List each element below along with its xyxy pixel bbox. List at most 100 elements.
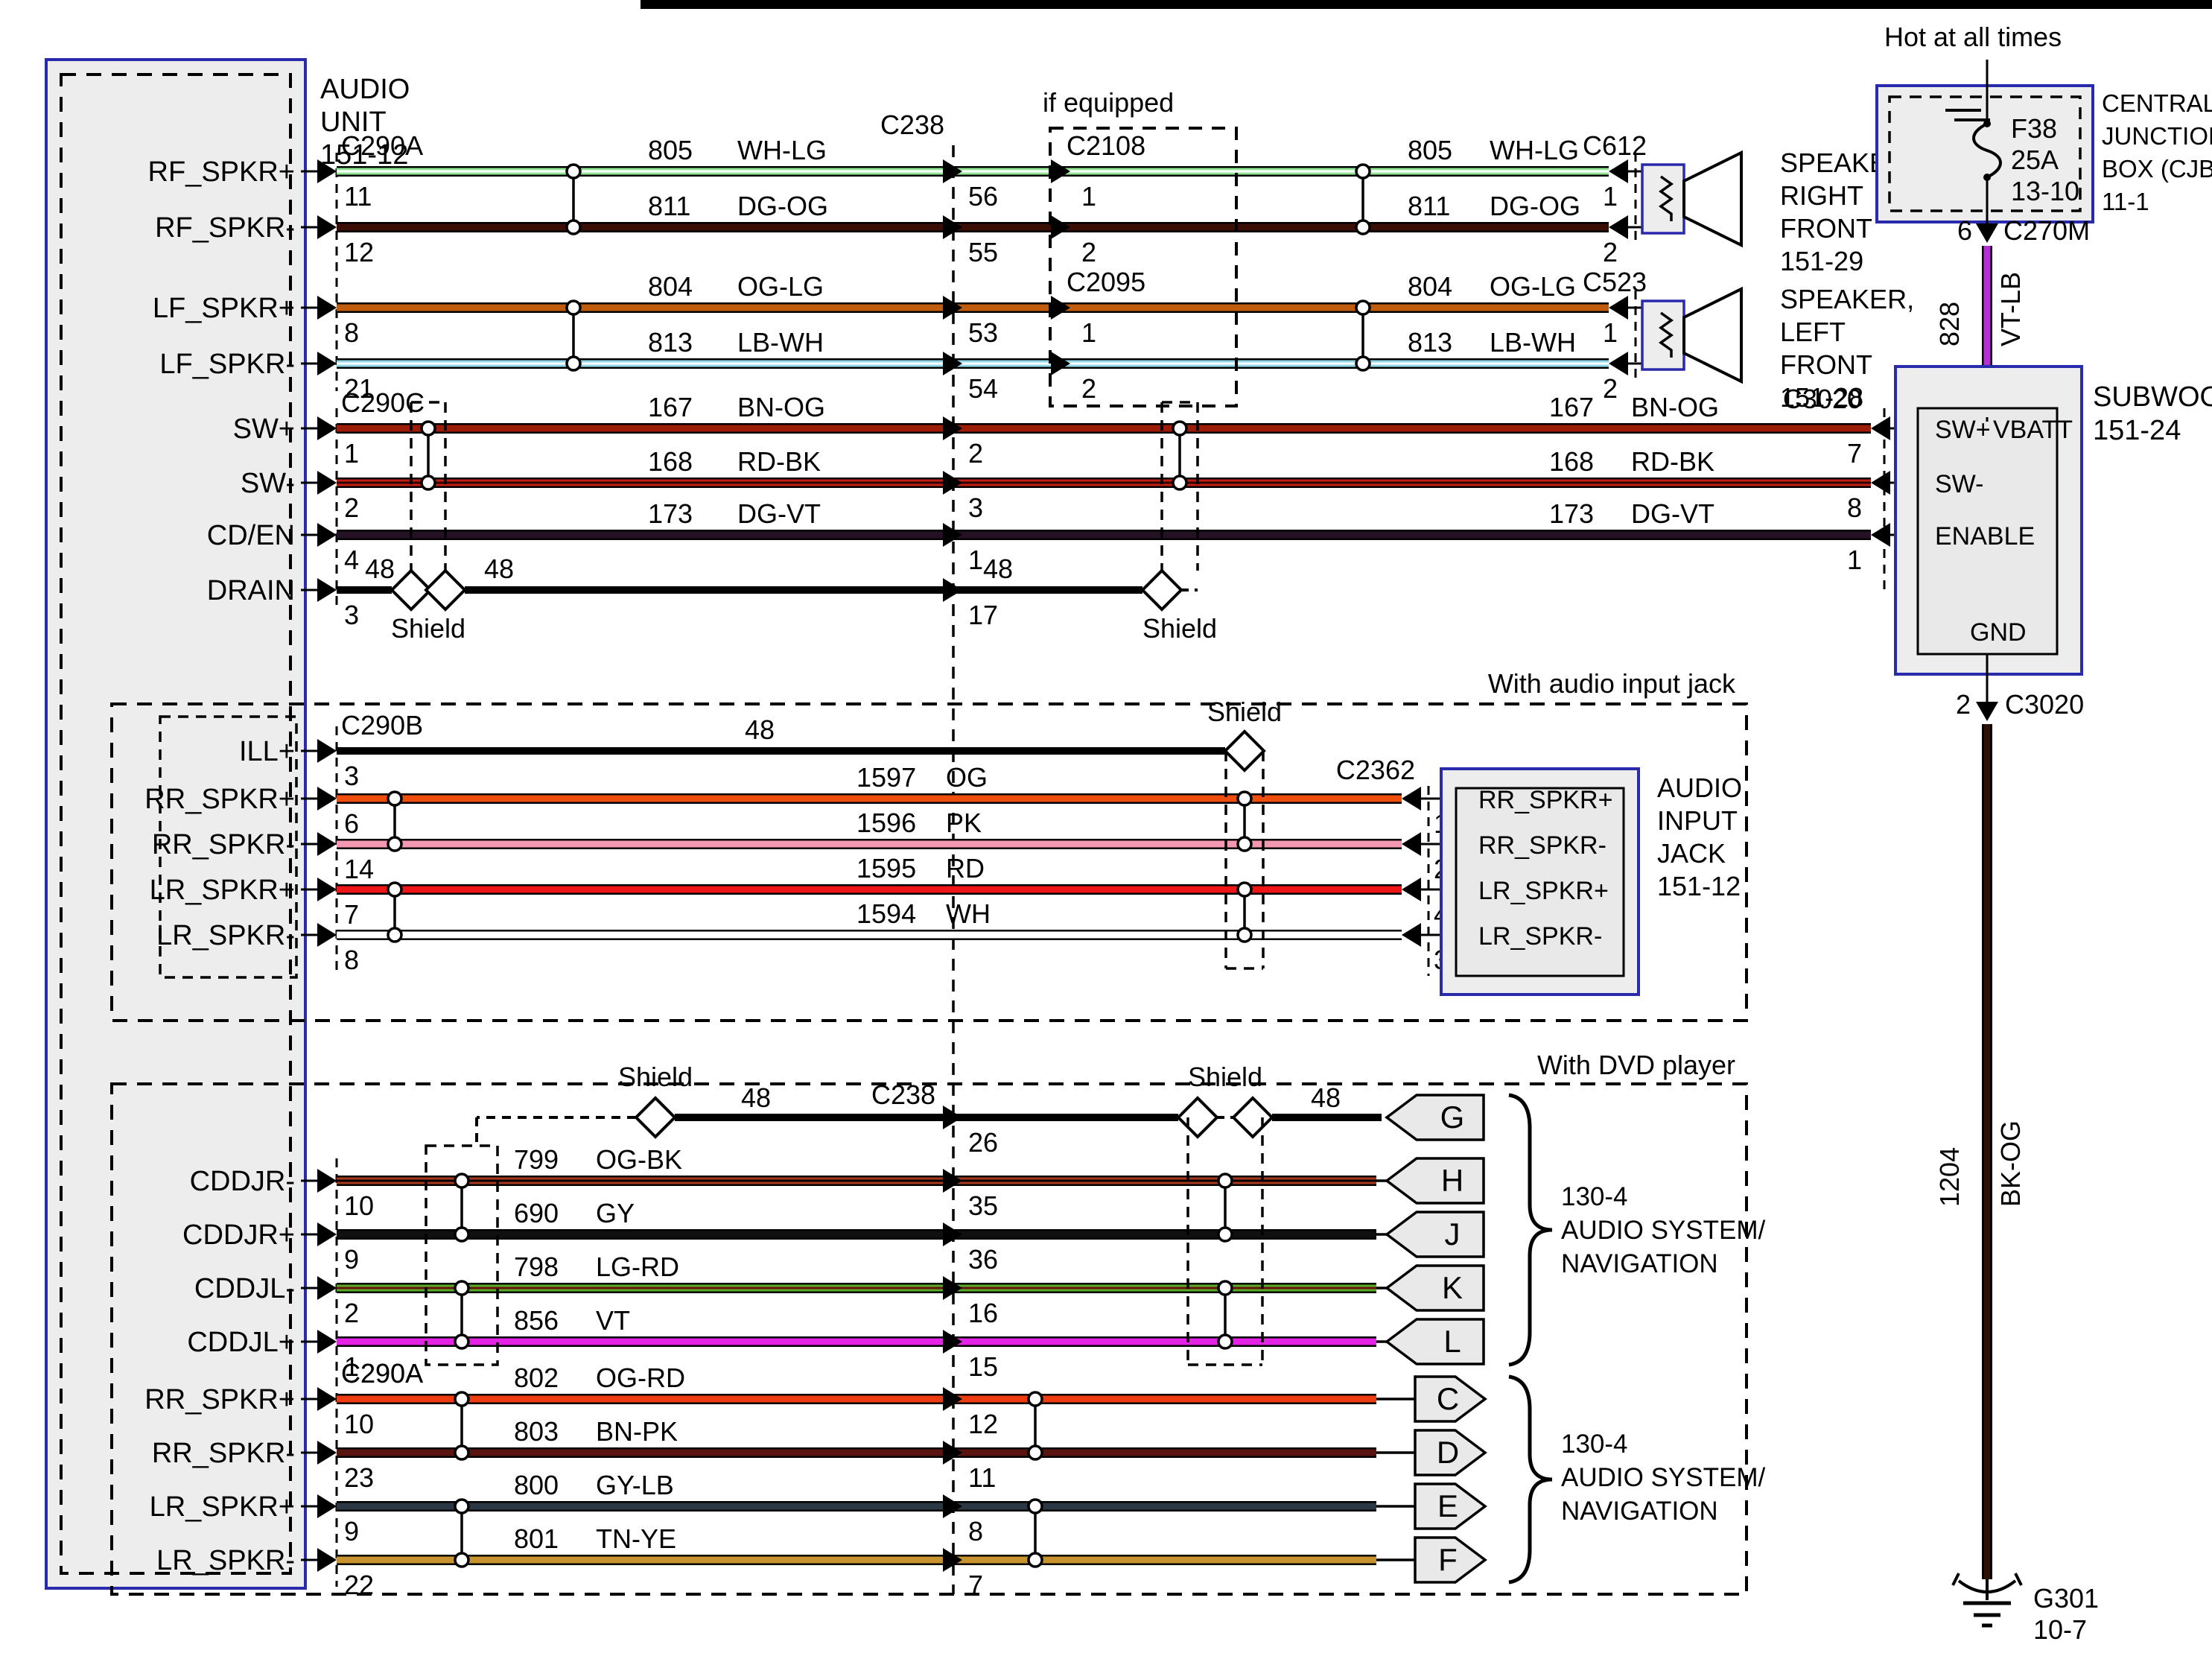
pin-arrow-icon xyxy=(317,1387,337,1411)
twisted-pair-icon xyxy=(420,420,436,437)
mid-pin-number: 1 xyxy=(1081,181,1096,212)
unit-pin-label: RF_SPKR- xyxy=(155,212,295,244)
circuit-number: 48 xyxy=(365,553,395,584)
jack-pin-label: LR_SPKR- xyxy=(1478,922,1602,951)
pin-number: 12 xyxy=(344,237,374,267)
pin-number: 6 xyxy=(344,808,359,839)
pin-arrow-icon xyxy=(317,1494,337,1518)
pin-arrow-icon xyxy=(1051,159,1070,183)
twisted-pair-icon xyxy=(420,475,436,491)
wire-color-code: VT xyxy=(596,1305,630,1336)
nav-group-label: AUDIO SYSTEM/ xyxy=(1561,1463,1765,1492)
circuit-number: 805 xyxy=(648,135,693,165)
connector-label: C2095 xyxy=(1067,267,1145,297)
shield-diamond-icon xyxy=(634,1096,677,1139)
nav-arrow-J xyxy=(1385,1211,1485,1258)
subwoofer-inner xyxy=(1916,407,2059,656)
circuit-number: 811 xyxy=(1408,191,1450,221)
pin-arrow-icon xyxy=(1402,832,1421,856)
cjb-inner-dashed xyxy=(1888,95,2082,212)
pin-arrow-icon xyxy=(1976,702,1998,721)
twisted-pair-icon xyxy=(1355,163,1371,180)
circuit-number: 798 xyxy=(514,1252,559,1282)
pin-arrow-icon xyxy=(943,1330,962,1354)
jack-pin-label: RR_SPKR+ xyxy=(1478,786,1612,814)
connector-label: C290A xyxy=(341,130,423,161)
wire-color-code: RD-BK xyxy=(1631,446,1714,477)
unit-pin-label: LF_SPKR+ xyxy=(153,293,295,324)
twisted-pair-icon xyxy=(454,1444,470,1461)
nav-arrow-letter: H xyxy=(1441,1163,1463,1198)
pin-arrow-icon xyxy=(1609,296,1628,320)
twisted-pair-icon xyxy=(1217,1333,1233,1350)
unit-pin-label: LR_SPKR+ xyxy=(150,875,295,906)
circuit-number: 1594 xyxy=(856,898,916,929)
pin-arrow-icon xyxy=(1609,352,1628,375)
circuit-number: 813 xyxy=(648,327,693,358)
pin-arrow-icon xyxy=(317,1548,337,1572)
audio-input-jack-label: JACK xyxy=(1657,838,1726,869)
pin-arrow-icon xyxy=(1051,215,1070,239)
cjb-label: BOX (CJB) xyxy=(2102,155,2212,183)
subwoofer-pin-label: SW+ xyxy=(1935,416,1991,444)
connector-label: C290A xyxy=(341,1358,423,1389)
twisted-pair-icon xyxy=(454,1280,470,1296)
pin-arrow-icon xyxy=(943,471,962,495)
twisted-pair-icon xyxy=(454,1173,470,1189)
wire-color-code: LB-WH xyxy=(1490,327,1576,358)
twisted-pair-icon xyxy=(1236,927,1253,943)
circuit-number: 804 xyxy=(1408,271,1452,302)
c238-pin-number: 11 xyxy=(968,1462,996,1493)
wire-color-code: VT-LB xyxy=(1995,272,2026,346)
twisted-pair-icon xyxy=(454,1552,470,1568)
unit-pin-label: ILL+ xyxy=(239,736,295,767)
unit-pin-label: CDDJL+ xyxy=(187,1327,295,1358)
cjb-label: CENTRAL xyxy=(2102,89,2212,117)
pin-arrow-icon xyxy=(943,159,962,183)
twisted-pair-icon xyxy=(1236,836,1253,852)
unit-pin-label: LR_SPKR- xyxy=(156,1545,295,1576)
c238-pin-number: 55 xyxy=(968,237,998,267)
audio-input-jack-label: 151-12 xyxy=(1657,871,1741,901)
circuit-number: 811 xyxy=(648,191,690,221)
pin-arrow-icon xyxy=(317,215,337,239)
speaker-icon xyxy=(1641,163,1685,235)
c238-pin-number: 3 xyxy=(968,492,983,523)
pin-number: 8 xyxy=(344,317,359,348)
c238-pin-number: 1 xyxy=(968,545,983,575)
wire-color-code: WH-LG xyxy=(737,135,827,165)
unit-pin-label: RR_SPKR- xyxy=(152,1438,295,1469)
circuit-number: 804 xyxy=(648,271,693,302)
wire-color-code: LB-WH xyxy=(737,327,824,358)
connector-label: C612 xyxy=(1583,130,1647,161)
circuit-number: 167 xyxy=(648,392,693,422)
nav-arrow-G xyxy=(1385,1094,1485,1141)
wire-color-code: DG-OG xyxy=(1490,191,1580,221)
circuit-number: 800 xyxy=(514,1470,559,1500)
audio-input-jack-label: AUDIO xyxy=(1657,773,1742,803)
twisted-pair-icon xyxy=(565,355,582,372)
shield-label: Shield xyxy=(1188,1062,1262,1092)
unit-pin-label: LR_SPKR+ xyxy=(150,1491,295,1523)
circuit-number: 856 xyxy=(514,1305,559,1336)
nav-arrow-H xyxy=(1385,1157,1485,1205)
ground-label: 10-7 xyxy=(2033,1614,2087,1645)
nav-group-label: 130-4 xyxy=(1561,1182,1628,1211)
c238-pin-number: 7 xyxy=(968,1570,983,1600)
audio-jack-option-label: With audio input jack xyxy=(1488,668,1736,699)
circuit-number: 48 xyxy=(484,553,514,584)
shield-label: Shield xyxy=(1142,613,1217,644)
unit-pin-label: CD/EN xyxy=(207,520,295,551)
pin-number: 14 xyxy=(344,854,374,884)
speaker-label: 151-28 xyxy=(1780,382,1863,413)
brace-icon xyxy=(1508,1093,1553,1367)
jack-pin-label: RR_SPKR- xyxy=(1478,831,1606,860)
pin-number: 1 xyxy=(344,438,359,469)
twisted-pair-icon xyxy=(565,299,582,316)
mid-pin-number: 1 xyxy=(1081,317,1096,348)
pin-arrow-icon xyxy=(1402,787,1421,811)
subwoofer-pin-label: SW- xyxy=(1935,470,1983,498)
speaker-label: SPEAKER, xyxy=(1780,284,1914,314)
wire-color-code: BN-PK xyxy=(596,1416,678,1447)
pin-arrow-icon xyxy=(317,923,337,947)
